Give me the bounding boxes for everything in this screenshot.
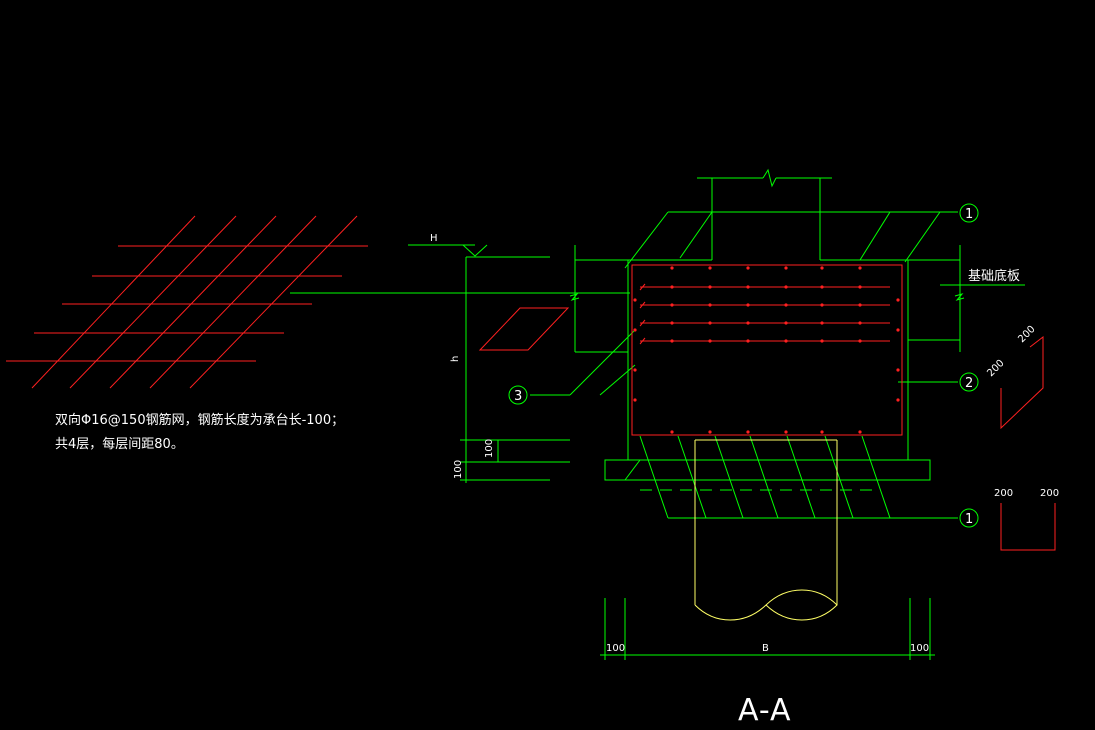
section-title: A-A [738,693,792,728]
rebar-dot [633,368,637,372]
rebar-dot [670,266,674,270]
hook-detail-top [1000,335,1044,430]
dim-100-right: 100 [910,643,929,654]
pile [694,439,838,621]
dim-100-side-b: 100 [453,460,464,479]
rebar-dot [708,303,712,307]
svg-text:1: 1 [965,512,973,527]
rebar-dot [708,339,712,343]
rebar-dot [858,285,862,289]
hook-top-b: 200 [985,358,1006,379]
callout-left: 3 [508,385,528,405]
callout-top: 1 [959,203,979,223]
callout-bottom: 1 [959,508,979,528]
rebar-dot [746,266,750,270]
rebar-mesh [6,215,368,389]
water-level-mark [408,244,550,258]
rebar-dot [708,321,712,325]
rebar-dot [670,339,674,343]
rebar-dot [633,298,637,302]
dim-100-left: 100 [606,643,625,654]
note-line-1: 双向Φ16@150钢筋网，钢筋长度为承台长-100； [55,412,344,428]
rebar-dot [746,430,750,434]
svg-text:2: 2 [965,376,973,391]
svg-text:3: 3 [514,389,522,404]
callout-right: 2 [959,372,979,392]
rebar-dot [670,285,674,289]
rebar-dot [820,303,824,307]
rebar-dot [896,368,900,372]
hook-bot-a: 200 [994,488,1013,499]
rebar-dot [896,328,900,332]
rebar-dot [708,430,712,434]
hook-top-a: 200 [1016,324,1037,345]
rebar-dot [633,328,637,332]
rebar-dot [633,398,637,402]
rebar-dot [708,266,712,270]
rebar-dot [858,430,862,434]
rebar-dot [670,321,674,325]
rebar-dot [784,266,788,270]
rebar-dot [784,339,788,343]
mesh-symbol [478,307,570,351]
bottom-slab-label: 基础底板 [968,268,1020,284]
rebar-dot [784,285,788,289]
rebar-dot [708,285,712,289]
rebar-dot [784,303,788,307]
cap-rebar [631,264,903,436]
rebar-dot [746,285,750,289]
rebar-dot [896,298,900,302]
rebar-dot [820,266,824,270]
rebar-dot [858,339,862,343]
note-line-2: 共4层，每层间距80。 [55,436,184,452]
rebar-dot [896,398,900,402]
rebar-dot [858,321,862,325]
hook-detail-bottom [1000,503,1056,551]
pile-cap-outline [530,168,1025,660]
rebar-dot [858,266,862,270]
rebar-dot [858,303,862,307]
rebar-dots [633,266,900,434]
rebar-dot [746,339,750,343]
rebar-dot [820,430,824,434]
hook-bot-b: 200 [1040,488,1059,499]
rebar-dot [820,285,824,289]
rebar-dot [746,321,750,325]
rebar-dot [820,321,824,325]
rebar-dot [784,430,788,434]
height-label: h [450,356,461,362]
rebar-dot [670,303,674,307]
rebar-dot [746,303,750,307]
water-level-label: H [430,233,438,244]
dim-100-side-a: 100 [484,439,495,458]
rebar-dot [820,339,824,343]
height-dimension [460,257,570,483]
width-b-label: B [762,643,769,654]
rebar-dot [784,321,788,325]
svg-text:1: 1 [965,207,973,222]
rebar-dot [670,430,674,434]
